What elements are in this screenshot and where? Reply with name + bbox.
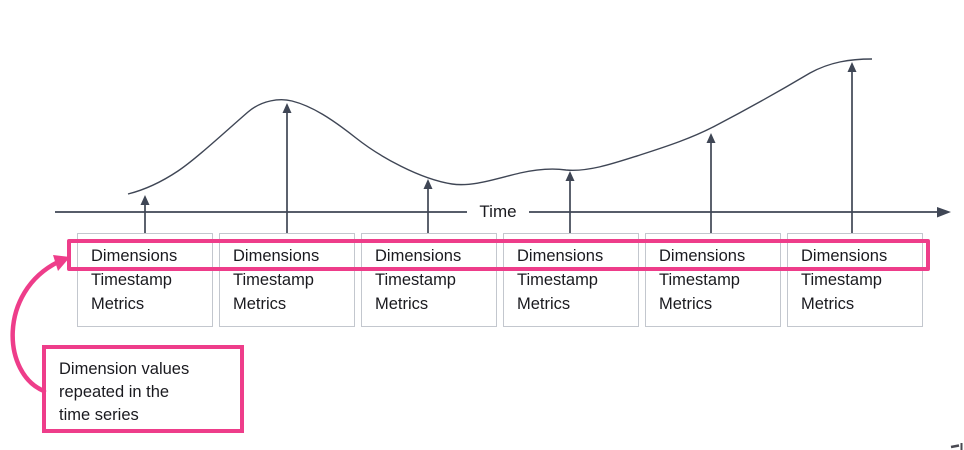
- record-card: Dimensions Timestamp Metrics: [219, 233, 355, 327]
- record-metrics-label: Metrics: [517, 295, 571, 313]
- record-card: Dimensions Timestamp Metrics: [645, 233, 781, 327]
- record-timestamp-label: Timestamp: [91, 271, 172, 289]
- record-timestamp-label: Timestamp: [659, 271, 740, 289]
- callout-text-line: time series: [59, 406, 139, 424]
- record-card: Dimensions Timestamp Metrics: [361, 233, 497, 327]
- record-dimensions-label: Dimensions: [517, 247, 604, 265]
- cropped-artifact: [950, 443, 963, 450]
- record-metrics-label: Metrics: [659, 295, 713, 313]
- record-dimensions-label: Dimensions: [375, 247, 462, 265]
- record-card: Dimensions Timestamp Metrics: [77, 233, 213, 327]
- axis-arrowhead-icon: [937, 207, 951, 218]
- time-axis-label: Time: [467, 201, 529, 223]
- record-metrics-label: Metrics: [801, 295, 855, 313]
- dimensions-highlight-box: [67, 239, 930, 271]
- data-point-arrows: [140, 62, 857, 234]
- record-dimensions-label: Dimensions: [233, 247, 320, 265]
- time-series-curve: [127, 58, 873, 195]
- record-dimensions-label: Dimensions: [801, 247, 888, 265]
- record-card: Dimensions Timestamp Metrics: [787, 233, 923, 327]
- record-timestamp-label: Timestamp: [517, 271, 598, 289]
- record-metrics-label: Metrics: [375, 295, 429, 313]
- callout-box: Dimension values repeated in the time se…: [42, 345, 244, 433]
- callout-text-line: repeated in the: [59, 383, 170, 401]
- record-metrics-label: Metrics: [91, 295, 145, 313]
- record-timestamp-label: Timestamp: [375, 271, 456, 289]
- record-timestamp-label: Timestamp: [233, 271, 314, 289]
- record-dimensions-label: Dimensions: [659, 247, 746, 265]
- record-card: Dimensions Timestamp Metrics: [503, 233, 639, 327]
- record-dimensions-label: Dimensions: [91, 247, 178, 265]
- callout-text-line: Dimension values: [59, 360, 190, 378]
- record-timestamp-label: Timestamp: [801, 271, 882, 289]
- record-metrics-label: Metrics: [233, 295, 287, 313]
